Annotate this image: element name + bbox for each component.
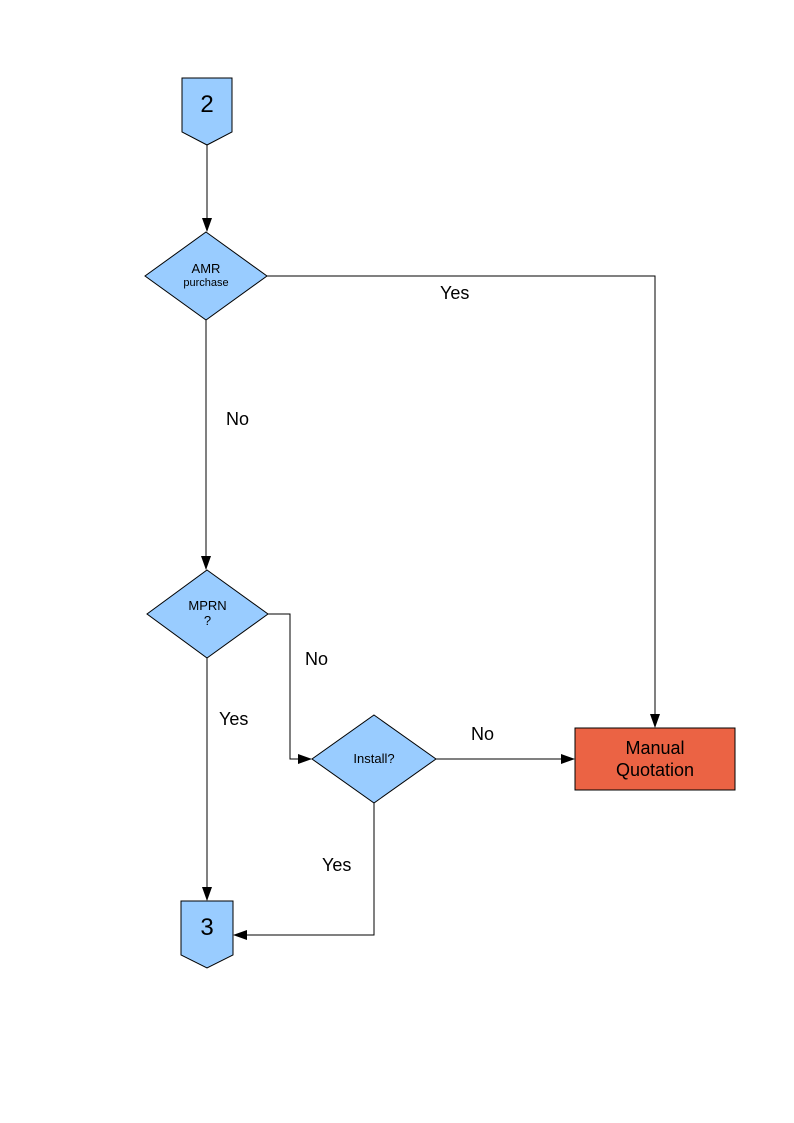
manual-quotation-process-shape bbox=[574, 727, 736, 791]
mprn-yes-edge-label: Yes bbox=[219, 709, 249, 729]
mprn-label-line1: MPRN bbox=[188, 598, 227, 614]
amr-purchase-decision-shape bbox=[144, 231, 268, 321]
install-no-edge-label: No bbox=[471, 724, 495, 744]
amr-yes-edge-label: Yes bbox=[440, 283, 470, 303]
mprn-label-line2: ? bbox=[203, 613, 212, 628]
amr-purchase-label-line2: purchase bbox=[183, 277, 229, 290]
edge-mprn-no-to-install bbox=[268, 613, 312, 764]
connector-2-label: 2 bbox=[200, 91, 214, 118]
mprn-decision-shape bbox=[146, 569, 269, 659]
manual-quotation-label-line2: Quotation bbox=[615, 760, 695, 780]
mprn-label: MPRN ? bbox=[147, 570, 268, 658]
amr-purchase-label: AMR purchase bbox=[145, 232, 267, 320]
edge-amr-yes-to-manual-quotation bbox=[267, 275, 660, 728]
install-yes-edge-label: Yes bbox=[322, 855, 352, 875]
mprn-no-edge-label: No bbox=[305, 649, 329, 669]
connector-3-shape bbox=[180, 900, 234, 969]
manual-quotation-label-line1: Manual bbox=[625, 737, 685, 758]
connector-2-shape bbox=[181, 77, 233, 146]
edge-install-yes-to-connector3 bbox=[233, 803, 375, 940]
install-decision-shape bbox=[311, 714, 437, 804]
amr-no-edge-label: No bbox=[226, 409, 250, 429]
amr-purchase-label-line1: AMR bbox=[191, 261, 221, 277]
manual-quotation-label: Manual Quotation bbox=[575, 728, 735, 790]
connector-3-label: 3 bbox=[200, 914, 214, 941]
install-label: Install? bbox=[353, 750, 395, 766]
